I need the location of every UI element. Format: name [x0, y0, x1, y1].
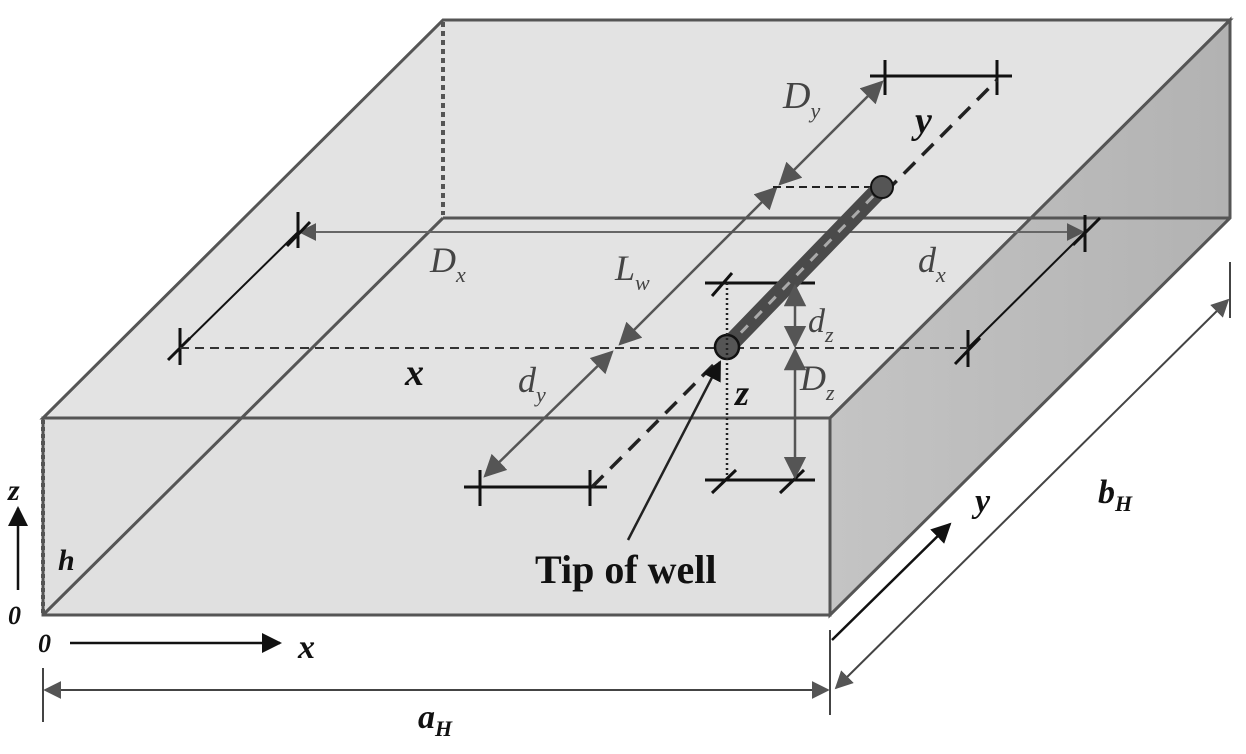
label-bH: bH [1098, 474, 1133, 516]
label-h: h [58, 544, 75, 577]
Dy-arrow [778, 80, 884, 186]
label-dx: dx [918, 240, 946, 287]
label-tip-of-well: Tip of well [535, 547, 717, 592]
dy-arrow [483, 350, 614, 478]
well-centerline [725, 185, 884, 349]
label-Dz: Dz [799, 358, 835, 405]
hidden-edge-diagonal [41, 216, 445, 617]
y-boundary-ticks [464, 60, 1012, 506]
label-dy: dy [518, 360, 546, 407]
bH-dimension [834, 298, 1230, 690]
left-boundary-line [179, 231, 299, 349]
label-Dy: Dy [782, 75, 820, 123]
label-axis-y: y [971, 483, 991, 520]
label-Dx: Dx [429, 240, 466, 287]
tip-pointer-arrow [626, 360, 722, 541]
label-aH: aH [418, 699, 453, 741]
label-axis-z: z [7, 474, 20, 507]
Lw-arrow [618, 186, 778, 346]
label-axis-x: x [297, 629, 315, 666]
label-Lw: Lw [614, 248, 650, 295]
label-x-well: x [404, 352, 424, 394]
label-origin-z: 0 [8, 601, 21, 630]
label-origin-x: 0 [38, 629, 51, 658]
label-y-well: y [911, 100, 932, 142]
label-dz: dz [808, 303, 834, 347]
well-heel [870, 175, 894, 199]
label-z-well: z [733, 373, 749, 413]
